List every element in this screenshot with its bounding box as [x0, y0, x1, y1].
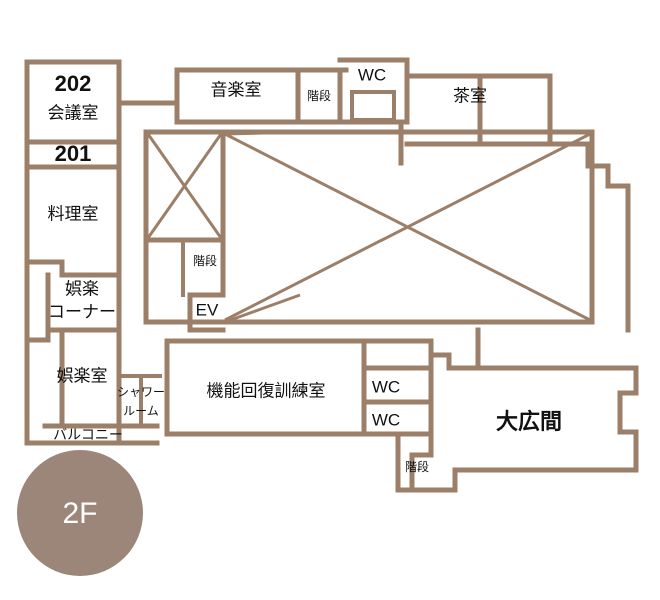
wall-recreation-jog	[24, 327, 51, 343]
floor-badge: 2F	[17, 450, 143, 576]
wall-bottom-stairs-inner	[409, 431, 434, 493]
label-room-wc-top: WC	[358, 65, 386, 84]
label-room-wc-b: WC	[372, 410, 400, 429]
label-room-recreation-corner-sub: コーナー	[48, 302, 116, 321]
floorplan-walls	[24, 57, 639, 493]
wall-rehab-left-bottom	[164, 338, 434, 437]
label-room-stairs-mid: 階段	[193, 253, 217, 268]
label-room-202-sub: 会議室	[48, 103, 99, 122]
label-room-stairs-bottom: 階段	[405, 459, 429, 474]
wall-wc-stall	[350, 90, 396, 122]
wall-great-hall	[428, 352, 639, 493]
label-room-202: 202	[55, 71, 92, 96]
hatch-top-diagonal	[224, 130, 306, 136]
label-room-tea: 茶室	[453, 86, 487, 105]
label-room-cooking: 料理室	[48, 204, 99, 223]
wall-left-column-top	[24, 59, 122, 446]
label-room-shower: シャワー	[117, 385, 165, 399]
wall-right-steps	[547, 141, 631, 333]
label-room-balcony: バルコニー	[53, 427, 123, 443]
label-room-ev: EV	[196, 300, 219, 319]
label-room-recreation: 娯楽室	[57, 366, 108, 385]
label-room-recreation-corner: 娯楽	[65, 279, 99, 298]
label-room-great-hall: 大広間	[496, 409, 562, 434]
label-room-shower-sub: ルーム	[123, 404, 159, 418]
wall-music-room-left	[174, 67, 349, 125]
hatch-ev-diagonal	[224, 293, 301, 324]
label-room-rehab: 機能回復訓練室	[207, 381, 326, 400]
wall-ev-box	[187, 292, 226, 333]
label-room-stairs-top: 階段	[307, 88, 331, 103]
wall-bottom-stairs-left	[395, 431, 458, 493]
hatch-main-hall	[224, 132, 591, 322]
wall-tea-room-top	[404, 73, 553, 147]
wall-main-hall	[143, 129, 595, 325]
floor-badge-circle	[17, 450, 143, 576]
wall-wc-block	[337, 57, 410, 125]
label-room-music: 音楽室	[211, 80, 262, 99]
floorplan-labels: 202 会議室 201 料理室 娯楽 コーナー 娯楽室 バルコニー 音楽室 階段…	[48, 65, 563, 474]
wall-cooking-bottom-step	[24, 259, 122, 278]
label-room-201: 201	[55, 141, 92, 166]
hatch-small-room	[146, 133, 223, 239]
wall-left-outer	[24, 59, 160, 446]
floor-badge-label: 2F	[62, 497, 97, 530]
label-room-wc-a: WC	[372, 377, 400, 396]
